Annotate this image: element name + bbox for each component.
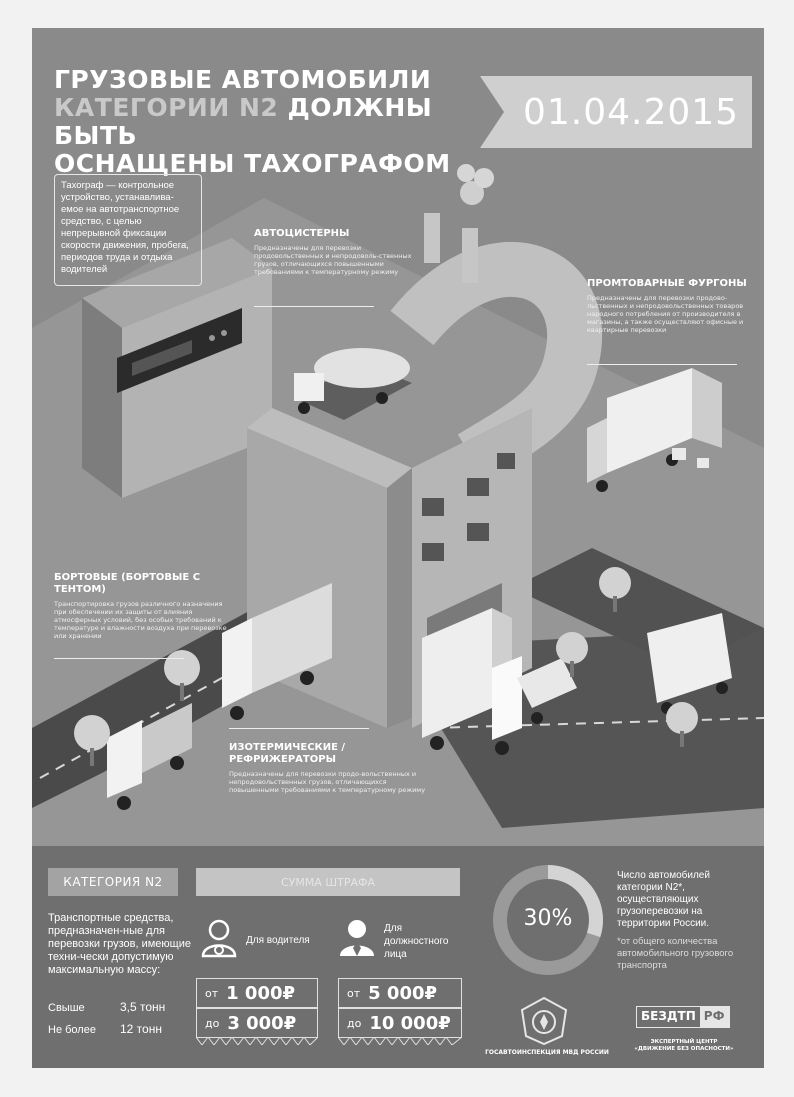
callout-flatbed-rule — [54, 658, 184, 659]
fine-official-to: до 10 000₽ — [338, 1008, 462, 1045]
category-description: Транспортные средства, предназначен-ные … — [48, 912, 191, 976]
fine-driver-label: Для водителя — [246, 935, 310, 946]
fine-official-from-value: 5 000₽ — [368, 982, 438, 1004]
category-row2-value: 12 тонн — [120, 1022, 162, 1036]
expert-center-line-1: ЭКСПЕРТНЫЙ ЦЕНТР — [650, 1039, 718, 1045]
fine-driver-from-prefix: от — [205, 986, 219, 1000]
fine-official-from-prefix: от — [347, 986, 361, 1000]
callout-isothermal: ИЗОТЕРМИЧЕСКИЕ / РЕФРИЖЕРАТОРЫ Предназна… — [229, 742, 429, 794]
callout-isothermal-title: ИЗОТЕРМИЧЕСКИЕ / РЕФРИЖЕРАТОРЫ — [229, 742, 346, 765]
page-title: ГРУЗОВЫЕ АВТОМОБИЛИ КАТЕГОРИИ N2 ДОЛЖНЫ … — [54, 66, 494, 178]
category-row1-value: 3,5 тонн — [120, 1000, 166, 1014]
callout-isothermal-text: Предназначены для перевозки продо-вольст… — [229, 770, 426, 794]
fine-driver-from: от 1 000₽ — [196, 978, 318, 1008]
tree-icons — [74, 567, 698, 766]
category-label: КАТЕГОРИЯ N2 — [48, 868, 178, 896]
flatbed-truck-icon — [107, 703, 192, 810]
fine-driver-to: до 3 000₽ — [196, 1008, 318, 1045]
category-row2-label: Не более — [48, 1024, 96, 1036]
stat-note: *от общего количества автомобильного гру… — [617, 936, 734, 971]
fine-official-to-prefix: до — [347, 1016, 362, 1030]
category-row1-label: Свыше — [48, 1002, 85, 1014]
tachograph-definition: Тахограф — контрольное устройство, устан… — [61, 180, 189, 275]
fine-driver-to-value: 3 000₽ — [227, 1012, 297, 1034]
gibdd-emblem-icon — [520, 996, 568, 1046]
callout-vans-title: ПРОМТОВАРНЫЕ ФУРГОНЫ — [587, 278, 747, 289]
callout-vans: ПРОМТОВАРНЫЕ ФУРГОНЫ Предназначены для п… — [587, 278, 757, 334]
callout-tanks-title: АВТОЦИСТЕРНЫ — [254, 228, 350, 239]
fine-official-label: Для должностного лица — [384, 923, 449, 960]
flatbed-tent-truck-icon — [222, 583, 332, 720]
isometric-illustration — [32, 164, 764, 846]
refrigerator-truck-icon — [422, 608, 577, 755]
callout-flatbed-text: Транспортировка грузов различного назнач… — [54, 600, 227, 640]
date-badge: 01.04.2015 — [510, 76, 752, 148]
fine-driver-to-prefix: до — [205, 1016, 220, 1030]
tank-truck-icon — [294, 348, 412, 420]
bottom-panel: КАТЕГОРИЯ N2 Транспортные средства, пред… — [32, 846, 764, 1068]
poster: ГРУЗОВЫЕ АВТОМОБИЛИ КАТЕГОРИИ N2 ДОЛЖНЫ … — [32, 28, 764, 1068]
tachograph-definition-box: Тахограф — контрольное устройство, устан… — [54, 174, 202, 286]
callout-vans-text: Предназначены для перевозки продово-льст… — [587, 294, 744, 334]
callout-flatbed: БОРТОВЫЕ (БОРТОВЫЕ С ТЕНТОМ) Транспортир… — [54, 572, 234, 640]
bezdtp-logo-right: РФ — [699, 1007, 729, 1027]
title-line-2: ДОЛЖНЫ БЫТЬ — [54, 93, 433, 150]
callout-tanks: АВТОЦИСТЕРНЫ Предназначены для перевозки… — [254, 228, 414, 276]
van-truck-icon — [587, 368, 722, 492]
bezdtp-logo-left: БЕЗДТП — [641, 1009, 696, 1023]
fine-driver-from-value: 1 000₽ — [226, 982, 296, 1004]
callout-vans-rule — [587, 364, 737, 365]
driver-icon — [201, 919, 237, 958]
stat-text: Число автомобилей категории N2*, осущест… — [617, 870, 710, 929]
fines-title: СУММА ШТРАФА — [196, 868, 460, 896]
callout-isothermal-rule — [229, 728, 369, 729]
percent-value: 30% — [523, 906, 573, 931]
tachograph-device-icon — [117, 308, 242, 393]
callout-tanks-text: Предназначены для перевозки продовольств… — [254, 244, 412, 276]
callout-tanks-rule — [254, 306, 374, 307]
bezdtp-logo: БЕЗДТП РФ — [636, 1006, 730, 1028]
title-highlight: КАТЕГОРИИ N2 — [54, 93, 279, 122]
title-line-1: ГРУЗОВЫЕ АВТОМОБИЛИ — [54, 65, 432, 94]
fine-official-to-value: 10 000₽ — [369, 1012, 451, 1034]
expert-center-line-2: «ДВИЖЕНИЕ БЕЗ ОПАСНОСТИ» — [634, 1046, 734, 1052]
percent-ring — [493, 865, 603, 975]
title-line-3: ОСНАЩЕНЫ ТАХОГРАФОМ — [54, 149, 451, 178]
official-icon — [340, 920, 374, 956]
callout-flatbed-title: БОРТОВЫЕ (БОРТОВЫЕ С ТЕНТОМ) — [54, 572, 201, 595]
gibdd-label: ГОСАВТОИНСПЕКЦИЯ МВД РОССИИ — [485, 1049, 609, 1056]
fine-official-from: от 5 000₽ — [338, 978, 462, 1008]
expert-center: ЭКСПЕРТНЫЙ ЦЕНТР «ДВИЖЕНИЕ БЕЗ ОПАСНОСТИ… — [626, 1039, 742, 1053]
